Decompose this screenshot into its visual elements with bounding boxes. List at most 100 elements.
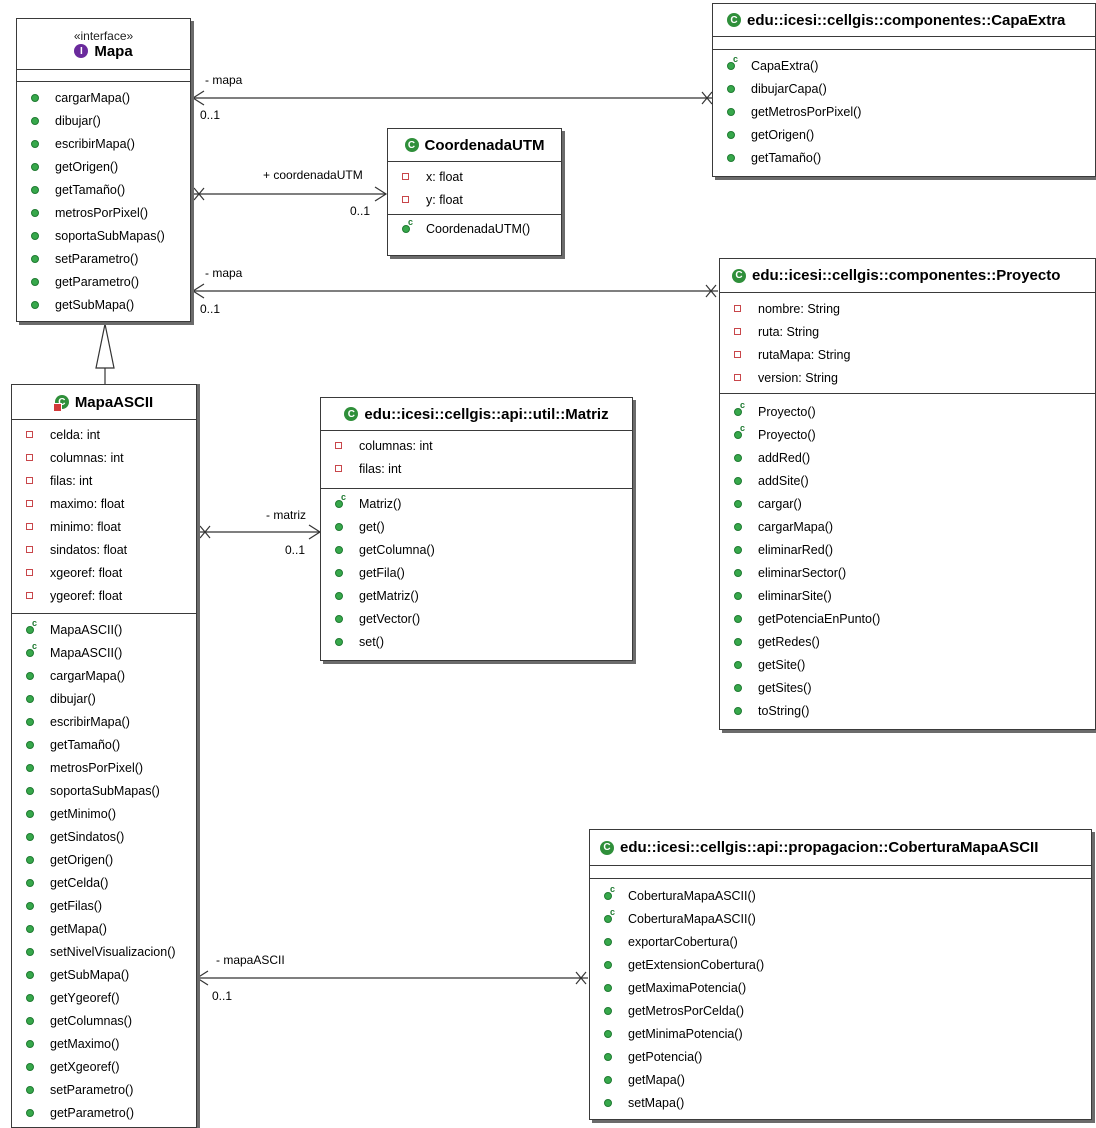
abstract-class-icon: C [52,395,69,412]
public-method-icon [734,521,748,533]
method-row: getVector() [321,607,632,630]
public-method-icon [31,253,45,265]
attribute-row: minimo: float [12,515,196,538]
method-row: getColumna() [321,538,632,561]
method-label: toString() [758,703,810,718]
public-method-icon [31,115,45,127]
public-method-icon [604,1028,618,1040]
stereotype-label: «interface» [73,28,134,43]
attribute-label: rutaMapa: String [758,347,851,362]
method-label: getRedes() [758,634,820,649]
attribute-label: columnas: int [50,450,124,465]
matriz-role: - matriz [266,508,306,522]
class-name: edu::icesi::cellgis::api::propagacion::C… [620,839,1039,856]
method-label: getMetrosPorPixel() [751,104,862,119]
method-row: eliminarSector() [720,561,1095,584]
public-method-icon [26,877,40,889]
method-row: cargarMapa() [17,86,190,109]
attribute-row: sindatos: float [12,538,196,561]
private-attribute-icon [402,171,416,183]
method-label: getPotencia() [628,1049,703,1064]
method-row: eliminarRed() [720,538,1095,561]
method-label: metrosPorPixel() [50,760,144,775]
public-method-icon [604,1074,618,1086]
method-row: toString() [720,699,1095,722]
mapa-capaextra-arrow [191,90,205,106]
method-row: getSubMapa() [17,293,190,316]
public-method-icon [335,636,349,648]
attribute-label: columnas: int [359,438,433,453]
attribute-row: nombre: String [720,297,1095,320]
method-row: Proyecto() [720,400,1095,423]
public-method-icon [604,936,618,948]
method-row: cargarMapa() [720,515,1095,538]
method-row: getPotenciaEnPunto() [720,607,1095,630]
attribute-row: filas: int [321,457,632,480]
method-row: dibujar() [12,687,196,710]
public-method-icon [734,659,748,671]
class-icon: C [600,840,614,855]
method-label: CoberturaMapaASCII() [628,911,756,926]
constructor-icon [26,618,40,636]
method-label: soportaSubMapas() [50,783,160,798]
private-attribute-icon [26,498,40,510]
public-method-icon [26,854,40,866]
method-row: getExtensionCobertura() [590,953,1091,976]
method-label: getMatriz() [359,588,419,603]
public-method-icon [26,1038,40,1050]
method-row: getParametro() [17,270,190,293]
public-method-icon [734,452,748,464]
method-row: getColumnas() [12,1009,196,1032]
method-row: getSubMapa() [12,963,196,986]
method-label: getPotenciaEnPunto() [758,611,881,626]
public-method-icon [335,521,349,533]
public-method-icon [727,129,741,141]
private-attribute-icon [734,303,748,315]
method-label: getMapa() [628,1072,685,1087]
method-row: getTamaño() [17,178,190,201]
public-method-icon [335,613,349,625]
class-icon: C [732,268,746,283]
attribute-label: minimo: float [50,519,121,534]
methods-section: MapaASCII()MapaASCII()cargarMapa()dibuja… [12,614,196,1124]
method-label: setParametro() [50,1082,134,1097]
method-label: getMinimaPotencia() [628,1026,743,1041]
public-method-icon [604,1097,618,1109]
method-label: getXgeoref() [50,1059,120,1074]
method-label: Matriz() [359,496,402,511]
method-label: eliminarRed() [758,542,834,557]
attribute-row: ruta: String [720,320,1095,343]
method-row: getFilas() [12,894,196,917]
method-row: setNivelVisualizacion() [12,940,196,963]
method-label: Proyecto() [758,404,816,419]
method-label: getMaximaPotencia() [628,980,747,995]
public-method-icon [31,161,45,173]
method-row: getMinimaPotencia() [590,1022,1091,1045]
public-method-icon [26,900,40,912]
method-label: getParametro() [50,1105,135,1120]
method-row: getMapa() [12,917,196,940]
attribute-row: columnas: int [321,434,632,457]
public-method-icon [31,138,45,150]
attribute-row: y: float [388,188,561,211]
method-label: addRed() [758,450,811,465]
method-row: soportaSubMapas() [12,779,196,802]
method-row: metrosPorPixel() [17,201,190,224]
method-row: getMetrosPorCelda() [590,999,1091,1022]
public-method-icon [734,590,748,602]
attribute-row: ygeoref: float [12,584,196,607]
attributes-section [590,866,1091,879]
public-method-icon [604,959,618,971]
public-method-icon [734,544,748,556]
